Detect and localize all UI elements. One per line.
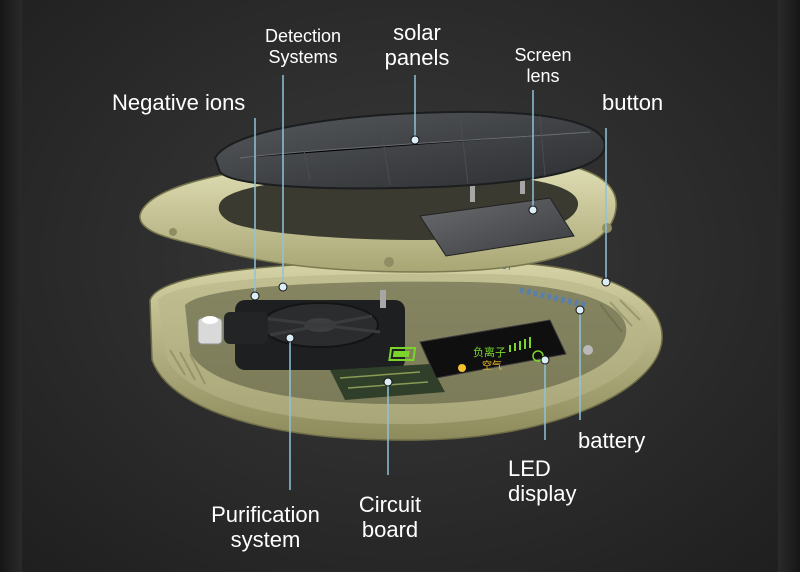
leader-dots: [250, 135, 611, 387]
label-purification-system: Purification system: [211, 502, 320, 553]
label-solar-panels: solar panels: [384, 20, 450, 71]
solar-panel-art: [213, 110, 606, 190]
label-circuit-board: Circuit board: [358, 492, 422, 543]
leader-lines: [254, 75, 607, 490]
label-led-display: LED display: [508, 456, 577, 507]
led-ion-text: 负离子: [473, 345, 506, 359]
ion-emitter: [197, 312, 268, 345]
led-display-art: 负离子 空气: [388, 319, 567, 379]
label-battery: battery: [578, 428, 646, 453]
led-sun-icon: [458, 364, 466, 372]
led-air-text: 空气: [482, 359, 502, 372]
support-posts: [380, 172, 525, 308]
label-negative-ions: Negative ions: [112, 90, 246, 115]
label-button: button: [602, 90, 664, 115]
label-detection-systems: Detection Systems: [264, 26, 342, 67]
label-screen-lens: Screen lens: [514, 45, 572, 86]
led-bars-icon: [509, 337, 531, 352]
